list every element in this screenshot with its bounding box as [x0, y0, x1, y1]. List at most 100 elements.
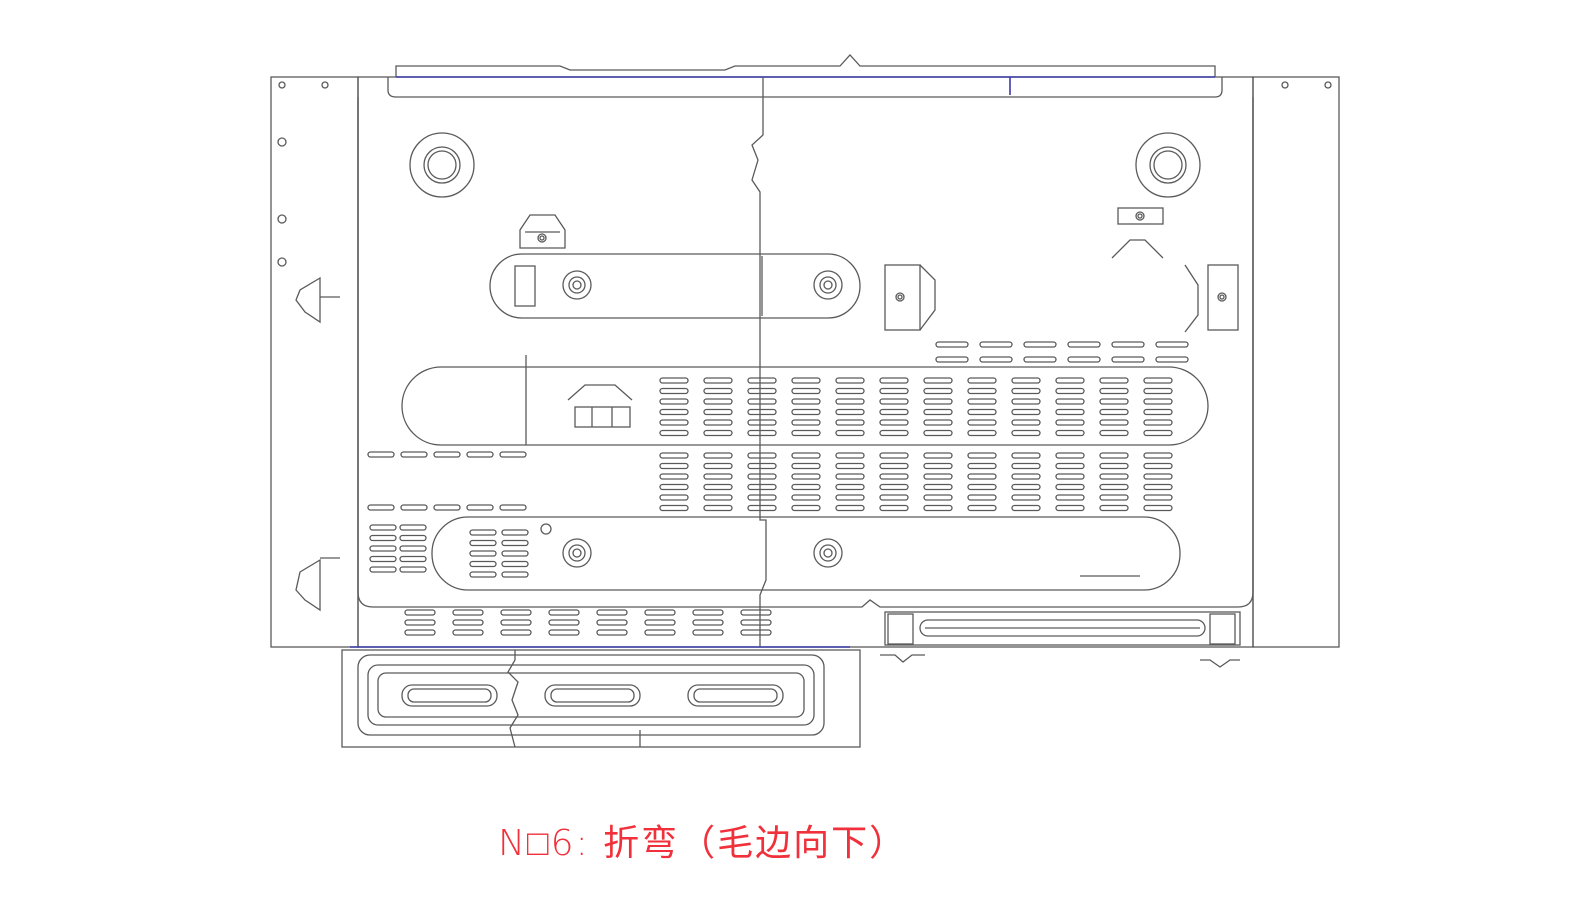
- vent-slot: [1099, 473, 1129, 480]
- vent-slot: [1067, 356, 1101, 363]
- vent-slot: [1055, 462, 1085, 470]
- vent-slot: [703, 408, 733, 416]
- vent-slot: [835, 483, 865, 491]
- vent-slot: [500, 609, 532, 616]
- screw-boss: [572, 548, 582, 558]
- screw-boss: [1135, 211, 1145, 221]
- vent-slot: [791, 504, 821, 512]
- vent-slot: [879, 398, 909, 405]
- vent-slot: [979, 356, 1013, 363]
- vent-slot: [835, 429, 865, 437]
- vent-slot: [791, 398, 821, 405]
- vent-slot: [369, 555, 397, 563]
- vent-slot: [1011, 398, 1041, 405]
- vent-slot: [1099, 419, 1129, 426]
- vent-slot: [501, 560, 529, 568]
- vent-slot: [369, 566, 397, 573]
- vent-slot: [967, 504, 997, 512]
- vent-slot: [923, 494, 953, 501]
- vent-slot: [659, 377, 689, 384]
- vent-slot: [499, 451, 527, 458]
- screw-boss: [819, 276, 837, 294]
- vent-slot: [747, 452, 777, 459]
- vent-slot: [879, 494, 909, 501]
- vent-slot: [747, 483, 777, 491]
- vent-slot: [469, 550, 497, 557]
- screw-boss: [562, 538, 592, 568]
- vent-slot: [659, 387, 689, 395]
- vent-slot: [835, 504, 865, 512]
- vent-slot: [1011, 483, 1041, 491]
- vent-slot: [1011, 473, 1041, 480]
- vent-slot: [644, 609, 676, 616]
- vent-slot: [1055, 473, 1085, 480]
- vent-slot: [659, 462, 689, 470]
- vent-slot: [692, 619, 724, 626]
- vent-slot: [747, 408, 777, 416]
- vent-slot: [967, 483, 997, 491]
- vent-slot: [500, 629, 532, 636]
- vent-slot: [1099, 504, 1129, 512]
- vent-slot: [692, 609, 724, 616]
- vent-slot: [1011, 504, 1041, 512]
- vent-slot: [747, 419, 777, 426]
- vent-slot: [740, 609, 772, 616]
- vent-slot: [367, 504, 395, 511]
- panel-outline: [270, 54, 1340, 748]
- vent-slot: [1011, 452, 1041, 459]
- vent-slot: [923, 452, 953, 459]
- vent-slot: [835, 462, 865, 470]
- vent-slot: [935, 341, 969, 348]
- vent-slot: [835, 398, 865, 405]
- vent-slot: [923, 377, 953, 384]
- vent-slot: [659, 494, 689, 501]
- vent-slot: [1011, 387, 1041, 395]
- vent-slot: [596, 619, 628, 626]
- vent-slot: [835, 377, 865, 384]
- vent-slot: [879, 419, 909, 426]
- vent-slot: [433, 504, 461, 511]
- vent-slot: [1055, 483, 1085, 491]
- vent-slot: [1055, 504, 1085, 512]
- vent-slot: [399, 545, 427, 552]
- vent-slot: [740, 619, 772, 626]
- vent-slot: [659, 473, 689, 480]
- vent-slot: [367, 451, 395, 458]
- vent-slot: [466, 504, 494, 511]
- vent-slot: [1011, 419, 1041, 426]
- vent-slot: [791, 429, 821, 437]
- vent-slot: [967, 377, 997, 384]
- vent-slot: [967, 419, 997, 426]
- vent-slot: [1011, 462, 1041, 470]
- screw-boss: [819, 544, 837, 562]
- vent-slot: [879, 377, 909, 384]
- vent-slot: [1023, 356, 1057, 363]
- vent-slot: [747, 462, 777, 470]
- vent-slot: [548, 609, 580, 616]
- vent-slot: [835, 473, 865, 480]
- vent-slot: [404, 629, 436, 636]
- screw-boss: [1217, 292, 1227, 302]
- vent-slot: [500, 619, 532, 626]
- vent-slot: [703, 494, 733, 501]
- vent-slot: [469, 539, 497, 547]
- vent-slot: [835, 494, 865, 501]
- vent-slot: [1143, 452, 1173, 459]
- vent-slot: [923, 462, 953, 470]
- vent-slot: [501, 550, 529, 557]
- vent-slot: [1143, 387, 1173, 395]
- vent-slot: [469, 529, 497, 536]
- vent-slot: [659, 483, 689, 491]
- vent-slot: [923, 429, 953, 437]
- vent-slot: [1143, 408, 1173, 416]
- vent-slot: [791, 419, 821, 426]
- step-caption: N□6: 折弯（毛边向下）: [498, 823, 908, 864]
- vent-slot: [659, 398, 689, 405]
- vent-slot: [1143, 398, 1173, 405]
- vent-slot: [400, 451, 428, 458]
- vent-slot: [692, 629, 724, 636]
- vent-slot: [369, 545, 397, 552]
- vent-slot: [923, 473, 953, 480]
- vent-slot: [659, 419, 689, 426]
- vent-slot: [1099, 483, 1129, 491]
